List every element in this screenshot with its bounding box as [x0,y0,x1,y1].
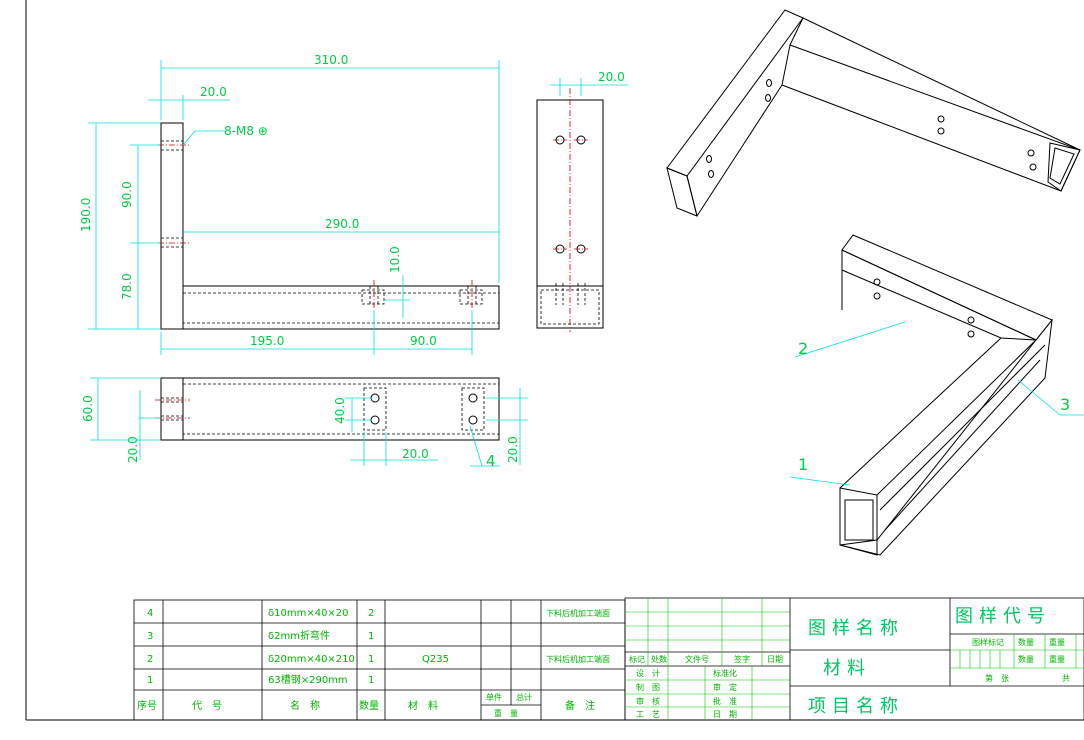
bom-row-3-no: 3 [147,631,153,642]
tb-sheet-label: 第 张 [985,673,1009,683]
side-view [536,88,604,332]
bom-row-2-remark: 下料后机加工端面 [546,654,610,664]
bom-header-total: 总计 [516,692,532,702]
tb-role-standard: 标准化 [713,668,737,678]
dim-plan-hole-spacing: 40.0 [333,397,347,424]
tb-role-ratify: 批 准 [713,696,737,706]
bom-row-2-material: Q235 [422,654,449,665]
tb-drawing-code: 图样代号 [955,606,1051,627]
bom-header-remark: 备 注 [565,699,595,712]
tb-stage-mark: 图样标记 [972,637,1004,647]
dim-inner-length: 290.0 [325,217,359,231]
bom-row-1-name: 63槽钢×290mm [268,673,348,686]
dim-side-width: 20.0 [598,70,625,84]
bom-header-qty: 数量 [359,699,379,712]
iso-view-top [666,9,1081,217]
bom-row-4-name: δ10mm×40×20 [268,608,349,619]
tb-rev-file: 文件号 [685,654,709,664]
bom-header-code: 代 号 [192,700,222,712]
tb-material: 材料 [823,658,871,679]
bom-row-1-qty: 1 [368,675,374,686]
balloon-2: 2 [798,339,808,358]
tb-role-design: 设 计 [636,668,660,678]
tb-drawing-name: 图样名称 [808,618,904,639]
tb-weight-label-2: 重量 [1049,654,1065,664]
tb-rev-sign: 签字 [734,654,750,664]
tb-rev-count: 处数 [651,654,667,664]
dim-plan-height: 60.0 [81,395,95,422]
tb-qty-label-2: 数量 [1018,654,1034,664]
tb-rev-mark: 标记 [629,654,645,664]
dim-plan-right: 20.0 [506,436,520,463]
front-dimensions [88,60,500,355]
plan-view [155,377,500,441]
bom-header-name: 名 称 [290,699,320,712]
tb-role-check: 审 核 [636,696,660,706]
tb-role-approve: 审 定 [713,682,737,692]
dim-hole-from-edge: 10.0 [388,246,402,273]
bom-row-4-remark: 下料后机加工端面 [546,608,610,618]
tb-role-process: 工 艺 [636,710,660,719]
balloon-1: 1 [798,455,808,474]
title-block-grid [624,597,1084,721]
dim-top-thickness: 20.0 [200,85,227,99]
bom-row-3-name: δ2mm折弯件 [268,629,330,642]
bom-row-1-no: 1 [147,675,153,686]
dim-hole-spacing-h: 90.0 [410,334,437,348]
tb-role-date: 日 期 [713,710,737,719]
tb-role-draw: 制 图 [636,682,660,692]
dim-plan-hole-gap: 20.0 [402,447,429,461]
bom-header-single: 单件 [486,692,502,702]
bom-row-3-qty: 1 [368,631,374,642]
dim-overall-width: 310.0 [314,53,348,67]
balloon-4: 4 [486,452,496,470]
tb-qty-label: 数量 [1018,637,1034,647]
bom-header-weight: 重 量 [494,708,518,718]
bom-row-2-qty: 1 [368,654,374,665]
bom-grid [133,599,626,721]
bom-row-4-qty: 2 [368,608,374,619]
dim-height: 190.0 [79,198,93,232]
dim-plan-edge: 20.0 [126,436,140,463]
dim-first-hole-pos: 195.0 [250,334,284,348]
bom-row-2-no: 2 [147,654,153,665]
bom-header-material: 材 料 [408,699,438,712]
dim-lower-offset: 78.0 [120,273,134,300]
balloon-3: 3 [1060,395,1070,414]
tb-total-label: 共 [1062,674,1070,683]
bom-header-no: 序号 [137,699,157,712]
dim-hole-spacing-v: 90.0 [120,181,134,208]
tb-rev-date: 日期 [767,655,783,664]
front-view [158,122,500,330]
bom-row-2-name: δ20mm×40×210 [268,654,355,665]
plan-dimensions [90,377,528,467]
iso-leaders [789,321,1084,486]
iso-view-bottom [839,234,1053,556]
tb-project-name: 项目名称 [808,696,904,717]
hole-note: 8-M8 ⊕ [224,124,268,138]
bom-row-4-no: 4 [147,608,153,619]
tb-weight-label: 重量 [1049,637,1065,647]
